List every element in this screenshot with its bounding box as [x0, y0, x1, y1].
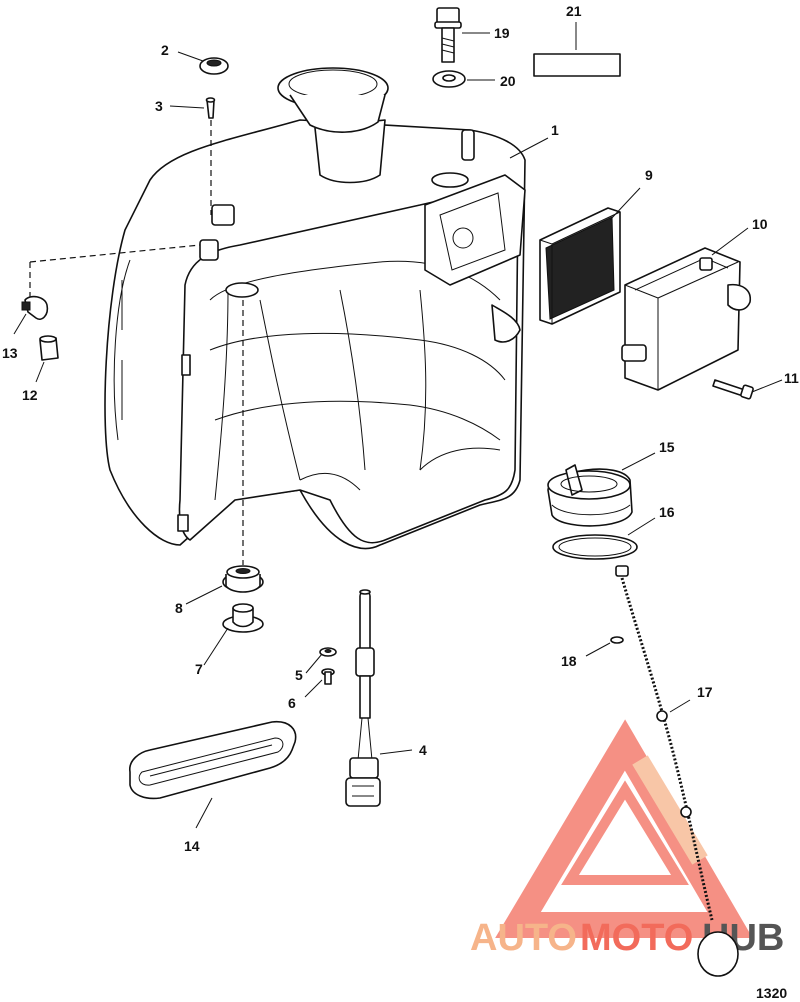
tray-part-14: [129, 720, 297, 800]
callout-12: 12: [22, 387, 38, 403]
callout-2: 2: [161, 42, 169, 58]
callout-9: 9: [645, 167, 653, 183]
watermark-logo: [495, 719, 753, 938]
callout-21: 21: [566, 3, 582, 19]
watermark-text-auto: AUTO: [470, 917, 577, 959]
bolt-part-19: [434, 7, 462, 63]
callout-3: 3: [155, 98, 163, 114]
watermark-text-moto: MOTO: [580, 917, 693, 959]
o-ring-inner-edge: [558, 537, 632, 557]
leader-6: [304, 679, 323, 698]
grommet-part-8: [222, 565, 264, 593]
callout-6: 6: [288, 695, 296, 711]
leader-12: [35, 361, 45, 383]
washer-part-5: [319, 647, 337, 657]
leader-8: [185, 585, 223, 605]
split-ring-part-18: [610, 636, 624, 644]
level-sensor-part-4: [345, 589, 381, 807]
callout-20: 20: [500, 73, 516, 89]
leader-9: [609, 187, 641, 221]
figure-number: 1320: [756, 985, 787, 1001]
screw-part-11: [712, 379, 754, 400]
leader-15: [621, 452, 656, 471]
leader-5: [305, 653, 323, 674]
leader-1: [509, 137, 549, 159]
callout-8: 8: [175, 600, 183, 616]
chain-lanyard-part-17: [615, 565, 739, 977]
callout-7: 7: [195, 661, 203, 677]
o-ring-part-16: [552, 534, 638, 560]
leader-4: [379, 749, 413, 755]
callout-15: 15: [659, 439, 675, 455]
leader-2: [177, 51, 204, 62]
leader-13: [13, 313, 27, 335]
oil-tank-body: [104, 67, 526, 550]
decal-part-21: [533, 53, 621, 77]
screw-part-6: [321, 668, 335, 685]
callout-5: 5: [295, 667, 303, 683]
assembly-line-13: [29, 244, 201, 263]
fill-cap-part-15: [547, 464, 633, 527]
leader-14: [195, 797, 213, 829]
sleeve-part-7: [222, 603, 264, 633]
leader-10: [711, 227, 749, 256]
grommet-cap-part-2: [199, 57, 229, 75]
washer-part-20: [432, 70, 466, 88]
filter-cover-part-10: [621, 247, 752, 391]
callout-1: 1: [551, 122, 559, 138]
callout-14: 14: [184, 838, 200, 854]
callout-16: 16: [659, 504, 675, 520]
callout-19: 19: [494, 25, 510, 41]
leader-3: [169, 105, 205, 109]
hose-part-12: [39, 335, 59, 361]
leader-7: [203, 627, 229, 666]
leader-16: [627, 517, 656, 536]
callout-17: 17: [697, 684, 713, 700]
callout-13: 13: [2, 345, 18, 361]
leader-18: [585, 642, 611, 657]
callout-10: 10: [752, 216, 768, 232]
callout-18: 18: [561, 653, 577, 669]
filter-element-part-9: [539, 207, 621, 325]
leader-11: [751, 379, 783, 393]
callout-4: 4: [419, 742, 427, 758]
pin-part-3: [205, 97, 216, 119]
leader-17: [669, 699, 691, 713]
callout-11: 11: [784, 370, 799, 386]
clamp-part-13: [21, 295, 49, 320]
